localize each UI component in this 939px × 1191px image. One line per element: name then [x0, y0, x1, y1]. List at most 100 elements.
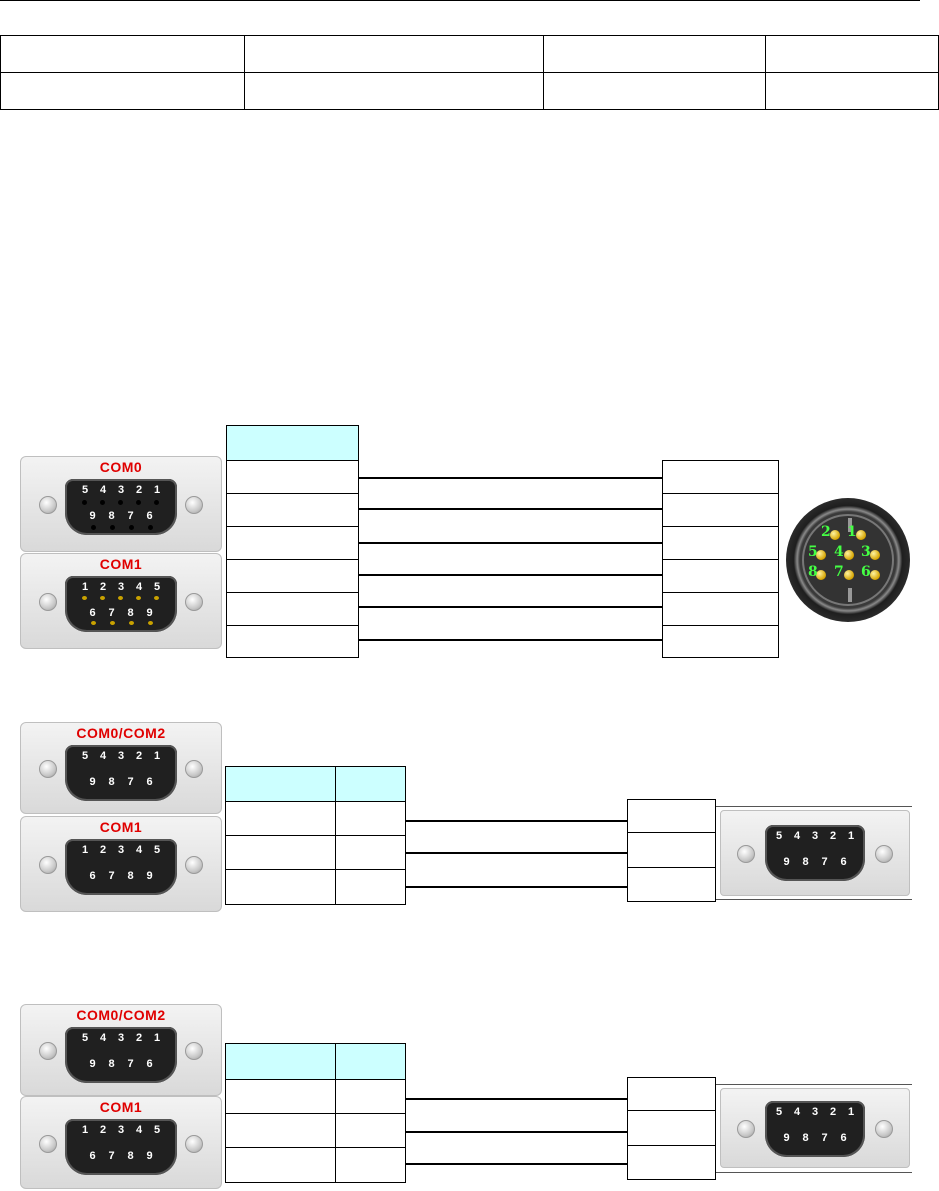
- table-cell: [662, 592, 779, 626]
- pin-number: 9: [783, 1132, 790, 1144]
- db9-connector-icon: 5 4 3 2 1 9 8 7 6: [765, 1101, 865, 1157]
- table-header-cell: [335, 1043, 406, 1080]
- pin-number: 2: [99, 844, 107, 856]
- pin-row-bottom: 6 7 8 9: [65, 1151, 177, 1162]
- pin-dot-icon: [110, 525, 115, 530]
- pin-number: 9: [89, 510, 96, 522]
- wire: [406, 1098, 627, 1100]
- pin-number: 6: [861, 564, 871, 580]
- db9-connector-icon: 5 4 3 2 1 9 8 7 6: [65, 745, 177, 801]
- screw-icon: [39, 856, 57, 874]
- pin-number: 1: [153, 1032, 161, 1044]
- pin-number: 2: [135, 484, 143, 496]
- pin-number: 9: [146, 870, 153, 882]
- pin-number: 5: [775, 1106, 783, 1118]
- table-cell: [627, 867, 716, 902]
- pin-dot-icon: [154, 500, 159, 505]
- wire: [406, 1163, 627, 1165]
- pin-dot-icon: [129, 621, 134, 625]
- pin-row-top: 5 4 3 2 1: [765, 831, 865, 842]
- pin-number: 8: [127, 870, 134, 882]
- com1-port: COM1 1 2 3 4 5 6 7 8 9: [20, 816, 222, 912]
- screw-icon: [185, 856, 203, 874]
- table-cell: [225, 1079, 336, 1114]
- pin-number: 2: [99, 581, 107, 593]
- screw-icon: [875, 845, 893, 863]
- pin-number: 3: [861, 544, 871, 560]
- pin-number: 1: [81, 1124, 89, 1136]
- top-table: [0, 35, 939, 110]
- pin-number: 5: [153, 844, 161, 856]
- pin-dot-icon: [148, 525, 153, 530]
- pin-number: 4: [99, 750, 107, 762]
- table-cell: [765, 72, 939, 110]
- pin-number: 6: [146, 510, 153, 522]
- pin-dot-icon: [82, 500, 87, 505]
- pin-number: 6: [89, 870, 96, 882]
- pin-number: 2: [821, 524, 831, 540]
- com0-com2-port: COM0/COM2 5 4 3 2 1 9 8 7 6: [20, 722, 222, 814]
- table-cell: [662, 460, 779, 494]
- pin-dot-icon: [82, 596, 87, 600]
- pin-number: 1: [153, 484, 161, 496]
- table-cell: [225, 801, 336, 836]
- pin-number: 1: [81, 581, 89, 593]
- pin-row-top: 1 2 3 4 5: [65, 582, 177, 593]
- pin-number: 8: [127, 607, 134, 619]
- wire: [359, 639, 662, 641]
- pin-number: 8: [127, 1150, 134, 1162]
- device-db9-port: 5 4 3 2 1 9 8 7 6: [720, 810, 910, 896]
- pin-number: 3: [117, 484, 125, 496]
- pin-icon: [870, 550, 880, 560]
- pin-number: 6: [146, 1058, 153, 1070]
- table-cell: [335, 1079, 406, 1114]
- screw-icon: [39, 593, 57, 611]
- table-cell: [244, 72, 544, 110]
- mini-din-connector-icon: 2 1 5 4 3 8 7 6: [786, 498, 910, 622]
- table-cell: [225, 869, 336, 905]
- db9-connector-icon: 1 2 3 4 5 6 7 8 9: [65, 576, 177, 632]
- table-cell: [627, 832, 716, 868]
- pin-number: 5: [81, 484, 89, 496]
- table-cell: [765, 35, 939, 73]
- wire: [359, 574, 662, 576]
- pin-dot-icon: [118, 596, 123, 600]
- pin-number: 7: [108, 870, 115, 882]
- pin-number: 4: [834, 544, 844, 560]
- table-header-cell: [335, 766, 406, 802]
- pin-number: 6: [840, 856, 847, 868]
- pin-dot-icon: [136, 596, 141, 600]
- pin-dot-icon: [136, 500, 141, 505]
- table-cell: [225, 835, 336, 870]
- pin-number: 6: [89, 607, 96, 619]
- screw-icon: [737, 1120, 755, 1138]
- pin-dot-icon: [100, 500, 105, 505]
- pin-row-top: 5 4 3 2 1: [65, 751, 177, 762]
- wire: [406, 852, 627, 854]
- pin-dot-icon: [129, 525, 134, 530]
- pin-dot-icon: [100, 596, 105, 600]
- pin-row-bottom: 9 8 7 6: [65, 777, 177, 788]
- pin-icon: [870, 570, 880, 580]
- table-cell: [335, 1147, 406, 1183]
- pin-row-top: 5 4 3 2 1: [65, 1033, 177, 1044]
- pin-row-bottom: 6 7 8 9: [65, 871, 177, 882]
- pin-number: 1: [847, 524, 857, 540]
- pin-row-bottom: 9 8 7 6: [765, 857, 865, 868]
- pin-number: 4: [793, 830, 801, 842]
- table-cell: [335, 801, 406, 836]
- table-cell: [226, 592, 359, 626]
- screw-icon: [875, 1120, 893, 1138]
- pin-number: 6: [146, 776, 153, 788]
- pin-number: 8: [802, 1132, 809, 1144]
- pin-number: 1: [847, 830, 855, 842]
- wire: [359, 508, 662, 510]
- pin-icon: [844, 550, 854, 560]
- pin-row-bottom: 9 8 7 6: [765, 1133, 865, 1144]
- table-header-cell: [226, 425, 359, 461]
- pin-row-top: 5 4 3 2 1: [65, 485, 177, 496]
- pin-icon: [816, 550, 826, 560]
- pin-number: 4: [99, 1032, 107, 1044]
- screw-icon: [737, 845, 755, 863]
- com0-com2-port: COM0/COM2 5 4 3 2 1 9 8 7 6: [20, 1004, 222, 1096]
